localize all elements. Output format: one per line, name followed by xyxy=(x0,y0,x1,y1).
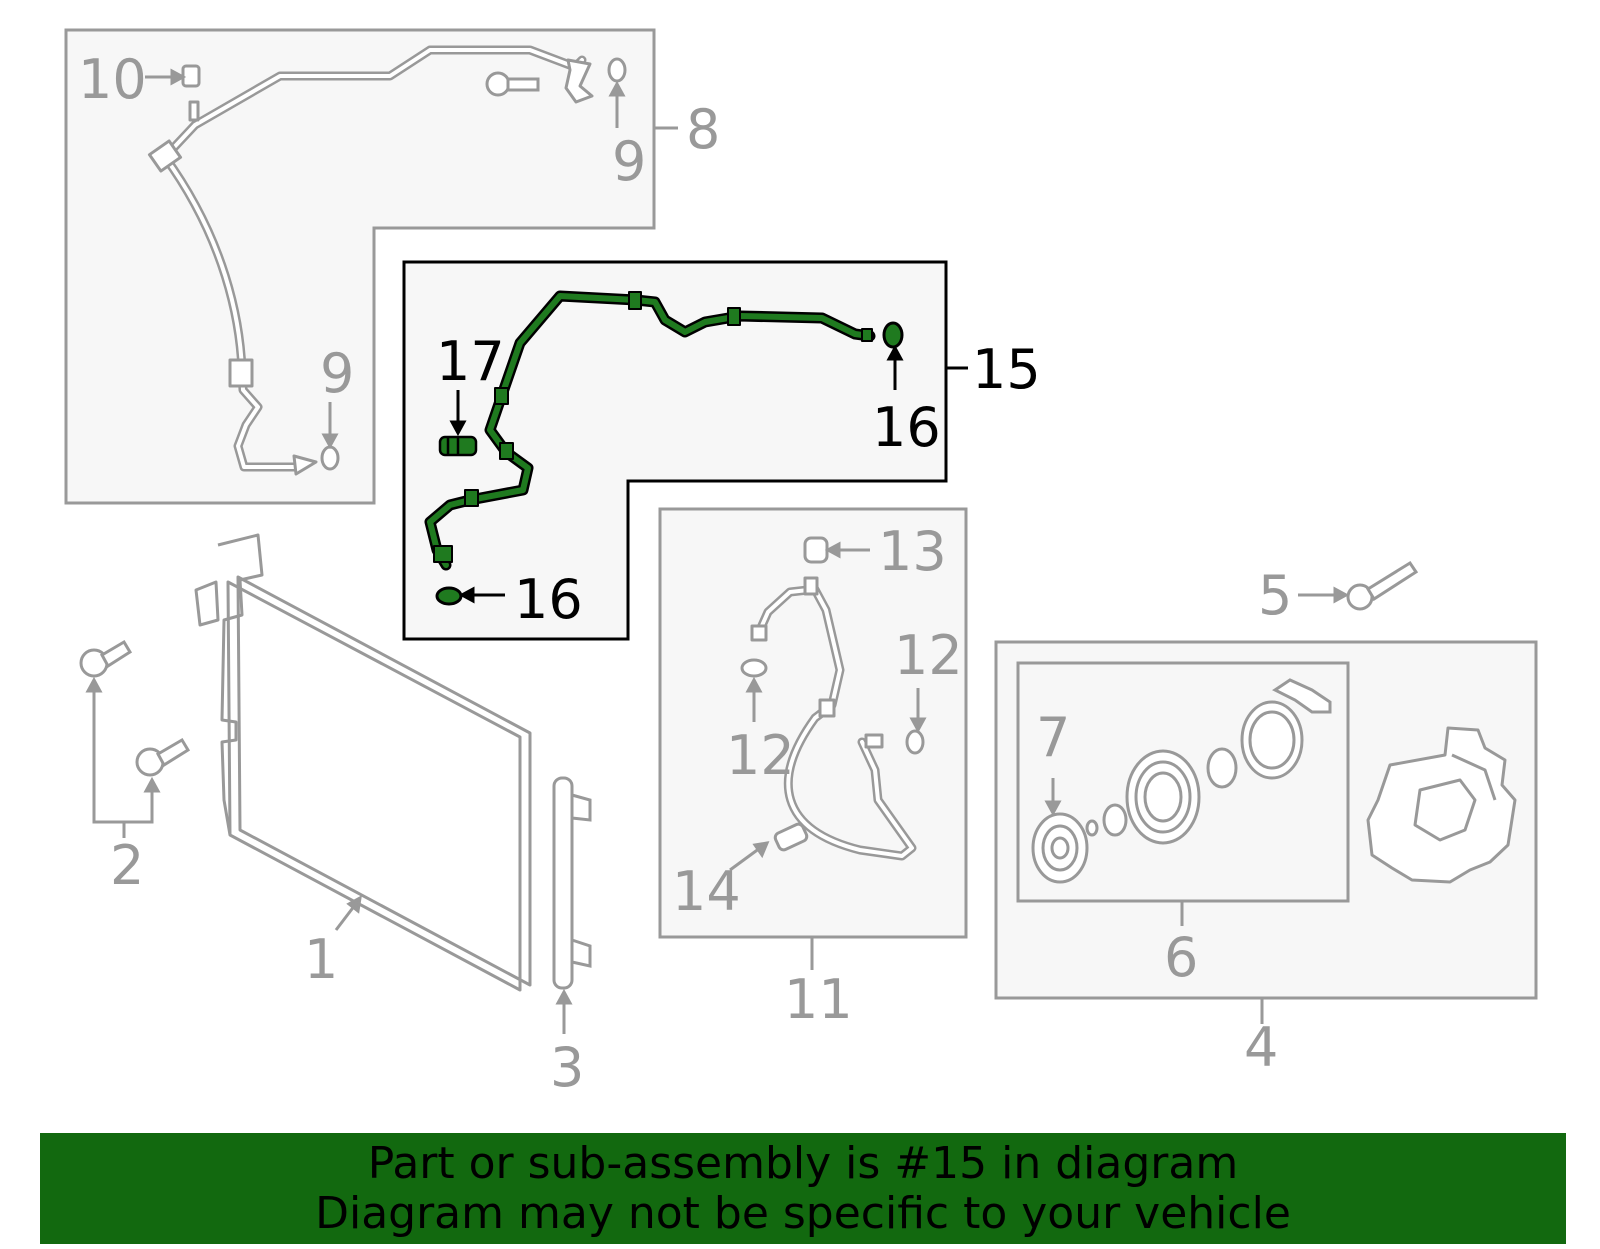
callout-6: 6 xyxy=(1164,926,1198,989)
arrows-15 xyxy=(449,344,904,604)
info-banner: Part or sub-assembly is #15 in diagram D… xyxy=(40,1133,1566,1244)
condenser-1-icon xyxy=(194,533,532,992)
callout-4: 4 xyxy=(1244,1016,1278,1079)
callout-10: 10 xyxy=(78,48,147,111)
callout-16-left: 16 xyxy=(514,568,583,631)
callout-5: 5 xyxy=(1258,564,1292,627)
o-ring-9-bottom-icon xyxy=(320,445,340,471)
bolt-icon xyxy=(485,71,540,97)
arrows-11 xyxy=(729,541,927,872)
compressor-icon xyxy=(1366,726,1517,884)
callout-9-bottom: 9 xyxy=(320,342,354,405)
o-ring-16-left-icon xyxy=(435,586,463,606)
pressure-switch-17-icon xyxy=(438,435,478,457)
callout-11: 11 xyxy=(784,968,853,1031)
bolt-5-icon xyxy=(1346,560,1419,611)
callout-3: 3 xyxy=(550,1036,584,1099)
callout-12-left: 12 xyxy=(726,724,795,787)
callout-16-right: 16 xyxy=(872,396,941,459)
group-8-panel xyxy=(64,28,678,505)
callout-7: 7 xyxy=(1036,706,1070,769)
bolt-2-bottom-icon xyxy=(135,737,191,777)
callout-12-right: 12 xyxy=(894,624,963,687)
callout-17: 17 xyxy=(436,330,505,393)
arrows-8 xyxy=(145,68,626,450)
callout-14: 14 xyxy=(672,860,741,923)
arrows-4 xyxy=(1044,586,1350,817)
bolt-2-top-icon xyxy=(79,639,133,678)
hose-8 xyxy=(147,45,594,476)
hose-15 xyxy=(424,290,876,571)
clutch-parts-icon xyxy=(1031,678,1332,884)
o-ring-9-top-icon xyxy=(607,57,627,83)
receiver-drier-3-icon xyxy=(552,776,592,990)
callout-9-top: 9 xyxy=(612,130,646,193)
arrow-3 xyxy=(555,988,573,1034)
callout-13: 13 xyxy=(878,520,947,583)
cap-13-icon xyxy=(803,536,829,564)
callout-1: 1 xyxy=(304,928,338,991)
o-ring-16-right-icon xyxy=(882,321,904,349)
cap-10-icon xyxy=(181,64,201,88)
arrows-2 xyxy=(85,676,362,931)
line-11 xyxy=(750,576,917,861)
callout-15: 15 xyxy=(972,338,1041,401)
group-15-panel xyxy=(402,260,968,641)
o-ring-12-left-icon xyxy=(740,658,768,678)
banner-line-1: Part or sub-assembly is #15 in diagram xyxy=(367,1138,1239,1189)
callout-8: 8 xyxy=(686,98,720,161)
o-ring-12-right-icon xyxy=(905,729,925,755)
sensor-14-icon xyxy=(773,822,809,852)
callout-2: 2 xyxy=(110,834,144,897)
banner-line-2: Diagram may not be specific to your vehi… xyxy=(315,1188,1291,1239)
